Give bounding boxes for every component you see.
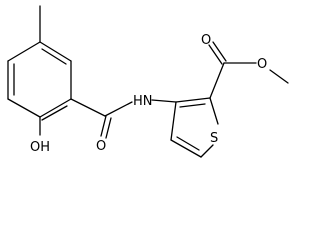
atom-sulfur: S: [210, 131, 218, 146]
atom-hydroxyl: OH: [30, 140, 50, 155]
bond-o-to-methyl: [269, 69, 289, 84]
bond-amide-c-to-ring: [70, 98, 106, 117]
atom-amide-o: O: [96, 139, 106, 154]
bond-carbonyl-to-o-double-b: [212, 41, 227, 62]
structure-diagram: O O S HN O OH: [7, 5, 289, 158]
bond-c2-c3: [175, 97, 211, 103]
bond-carbonyl-to-o-double-a: [208, 44, 223, 65]
bond-c4-c5: [170, 139, 202, 158]
bond-ring-e: [39, 41, 72, 62]
benzene-ring: OH: [7, 5, 106, 155]
bond-c3-c4: [170, 101, 177, 141]
bond-ring-d: [7, 41, 41, 62]
ester-group: O O: [201, 33, 289, 84]
bond-ring-b: [7, 98, 41, 118]
atom-ester-o-double: O: [201, 33, 211, 48]
bond-c3-to-nh: [151, 99, 177, 103]
atom-amide-nh: HN: [133, 94, 153, 109]
bond-c2-c3-inner: [179, 103, 206, 108]
thiophene-ring: S: [170, 62, 225, 158]
bond-ring-e-inner: [41, 48, 67, 65]
molecule-drawing: O O S HN O OH: [7, 5, 289, 158]
atom-ester-o-single: O: [257, 57, 267, 72]
bond-ring-a-inner: [41, 105, 68, 121]
bond-c4-c5-inner: [176, 136, 200, 151]
bond-nh-to-amide-c: [104, 101, 133, 117]
bond-c2-to-carbonyl: [209, 62, 225, 99]
bond-c5-s: [200, 144, 214, 158]
bond-amide-c-o-b: [105, 117, 112, 139]
amide-group: HN O: [96, 94, 177, 154]
bond-s-c2: [209, 97, 219, 125]
bond-amide-c-o-a: [100, 115, 107, 137]
bond-ring-a: [39, 98, 72, 118]
